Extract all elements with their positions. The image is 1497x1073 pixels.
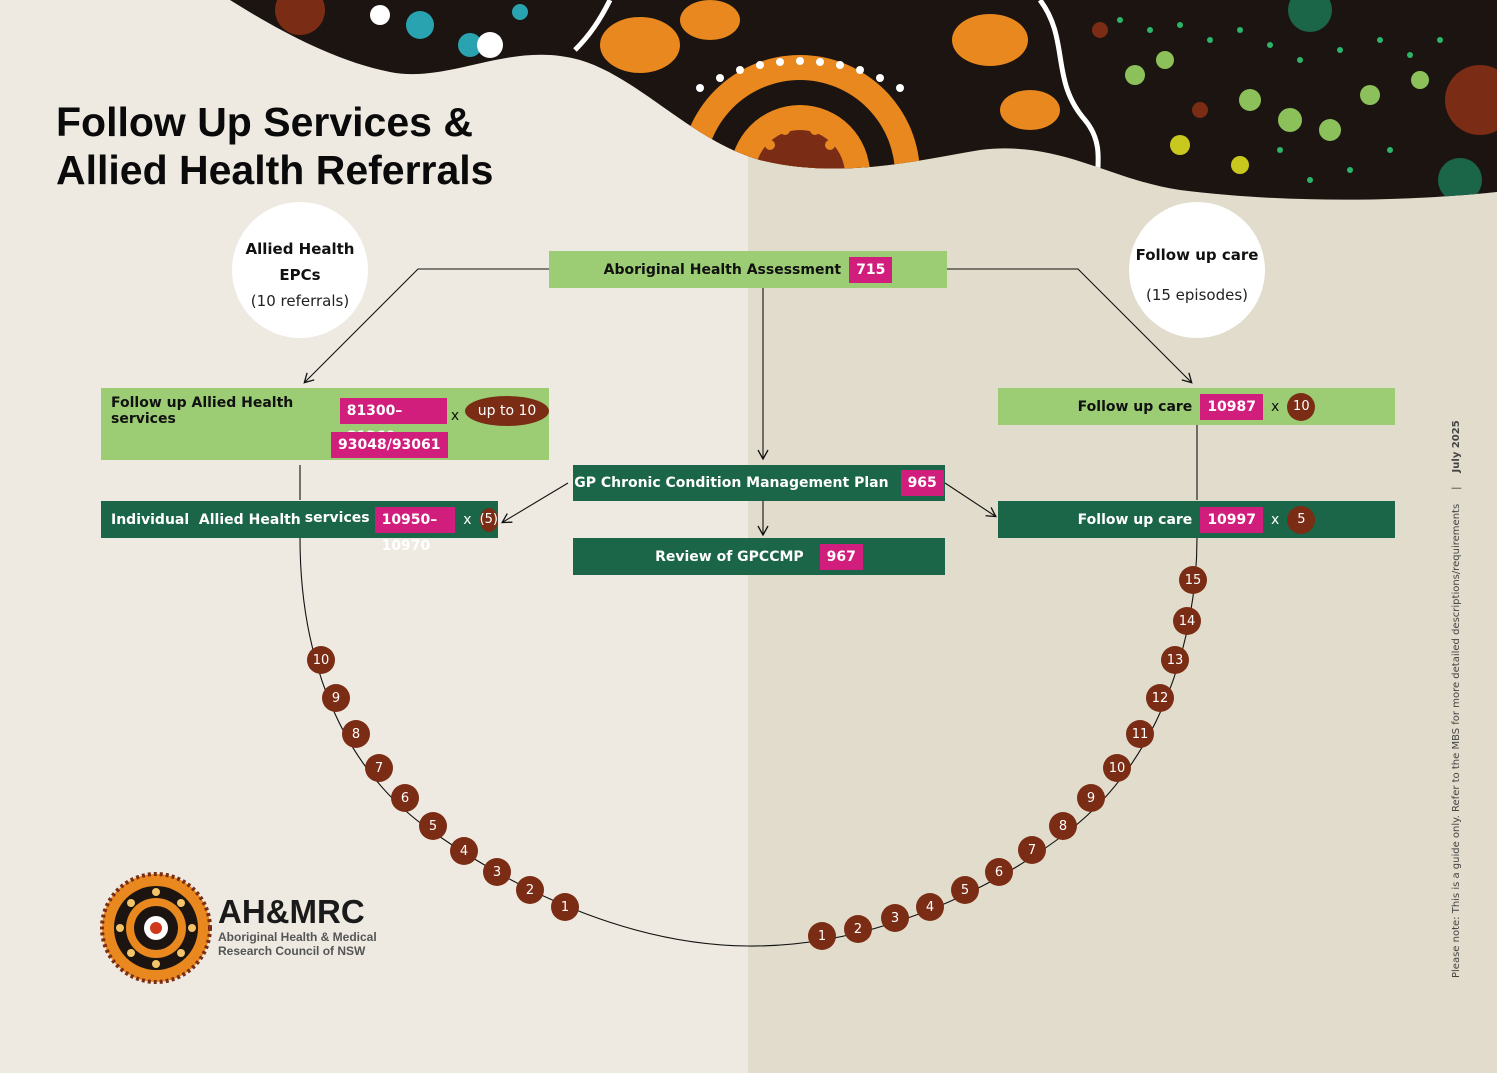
- episode-dot-3: 3: [881, 904, 909, 932]
- fu-care-2-label: Follow up care: [1077, 511, 1193, 528]
- disclaimer-text: Please note: This is a guide only. Refer…: [1451, 503, 1462, 978]
- follow-up-care-subtitle: (15 episodes): [1145, 286, 1249, 304]
- individual-ah-label-1: Individual Allied: [111, 511, 244, 528]
- individual-ah-label-2: Health: [248, 511, 301, 528]
- title-line-2: Allied Health Referrals: [56, 147, 494, 193]
- fu-care-1-label: Follow up care: [1077, 398, 1193, 415]
- follow-up-care-10987-box: Follow up care 10987 x 10: [998, 388, 1395, 425]
- follow-ah-label: Follow up Allied Health services: [111, 395, 294, 427]
- ten-episodes-badge: 10: [1287, 392, 1316, 421]
- aha-label: Aboriginal Health Assessment: [603, 261, 842, 278]
- ahmrc-subtitle-line-2: Research Council of NSW: [218, 944, 366, 958]
- follow-up-care-title: Follow up care: [1135, 246, 1259, 264]
- referral-dot-3: 3: [483, 858, 511, 886]
- referral-dot-10: 10: [307, 646, 335, 674]
- gp-chronic-condition-plan-box: GP Chronic Condition Management Plan 965: [573, 465, 945, 501]
- disclaimer-date: July 2025: [1451, 420, 1462, 473]
- review-code: 967: [819, 543, 863, 570]
- episode-dot-1: 1: [808, 922, 836, 950]
- episode-dot-5: 5: [951, 876, 979, 904]
- episode-dot-11: 11: [1126, 720, 1154, 748]
- episode-dot-15: 15: [1179, 566, 1207, 594]
- referral-dot-5: 5: [419, 812, 447, 840]
- aboriginal-art-banner: [230, 0, 1497, 200]
- review-label: Review of GPCCMP: [655, 548, 804, 565]
- referral-dot-1: 1: [551, 893, 579, 921]
- allied-health-subtitle: (10 referrals): [250, 292, 350, 310]
- follow-up-care-10997-box: Follow up care 10997 x 5: [998, 501, 1395, 538]
- title-line-1: Follow Up Services &: [56, 99, 473, 145]
- referral-dot-9: 9: [322, 684, 350, 712]
- episode-dot-10: 10: [1103, 754, 1131, 782]
- five-episodes-badge: 5: [1287, 505, 1316, 534]
- allied-health-title-line-2: EPCs: [279, 266, 321, 284]
- aboriginal-health-assessment-box: Aboriginal Health Assessment 715: [549, 251, 947, 288]
- follow-ah-code-secondary: 93048/93061: [331, 432, 448, 458]
- aha-item-code: 715: [849, 256, 893, 283]
- multiply-sign: x: [450, 408, 460, 424]
- episode-dot-4: 4: [916, 893, 944, 921]
- referral-dot-8: 8: [342, 720, 370, 748]
- individual-ah-label-3: services: [304, 509, 370, 526]
- up-to-10-badge: up to 10: [465, 396, 549, 426]
- gpccmp-code: 965: [900, 470, 944, 496]
- ahmrc-logo-icon: [100, 872, 212, 984]
- individual-allied-health-box: Individual Allied Health services 10950–…: [101, 501, 498, 554]
- multiply-sign: x: [1271, 511, 1280, 528]
- fu-care-1-code: 10987: [1200, 393, 1264, 420]
- episode-dot-12: 12: [1146, 684, 1174, 712]
- follow-up-allied-health-box: Follow up Allied Health services 81300–8…: [101, 388, 549, 460]
- episode-dot-8: 8: [1049, 812, 1077, 840]
- multiply-sign: x: [463, 511, 472, 528]
- allied-health-title-line-1: Allied Health: [245, 240, 355, 258]
- side-disclaimer-note: Please note: This is a guide only. Refer…: [1451, 420, 1462, 978]
- allied-health-epcs-circle: Allied Health EPCs (10 referrals): [232, 202, 368, 338]
- ahmrc-logo-text: AH&MRC: [218, 893, 365, 930]
- follow-ah-code-range: 81300–81360: [339, 398, 447, 445]
- multiply-sign: x: [1271, 398, 1280, 415]
- episode-dot-7: 7: [1018, 836, 1046, 864]
- fu-care-2-code: 10997: [1200, 506, 1264, 533]
- referral-dot-4: 4: [450, 837, 478, 865]
- episode-dot-2: 2: [844, 915, 872, 943]
- gpccmp-label: GP Chronic Condition Management Plan: [574, 475, 889, 491]
- review-gpccmp-box: Review of GPCCMP 967: [573, 538, 945, 575]
- referral-dot-6: 6: [391, 784, 419, 812]
- follow-up-care-circle: Follow up care (15 episodes): [1129, 202, 1265, 338]
- referral-dot-7: 7: [365, 754, 393, 782]
- ahmrc-subtitle-line-1: Aboriginal Health & Medical: [218, 930, 377, 944]
- episode-dot-14: 14: [1173, 607, 1201, 635]
- disclaimer-separator: |: [1451, 486, 1462, 490]
- page-title: Follow Up Services & Allied Health Refer…: [56, 98, 494, 194]
- ahmrc-logo-subtitle: Aboriginal Health & Medical Research Cou…: [218, 930, 377, 958]
- five-referrals-badge: (5): [479, 507, 498, 532]
- episode-dot-9: 9: [1077, 784, 1105, 812]
- referral-dot-2: 2: [516, 876, 544, 904]
- individual-ah-code: 10950–10970: [374, 506, 456, 554]
- episode-dot-6: 6: [985, 858, 1013, 886]
- episode-dot-13: 13: [1161, 646, 1189, 674]
